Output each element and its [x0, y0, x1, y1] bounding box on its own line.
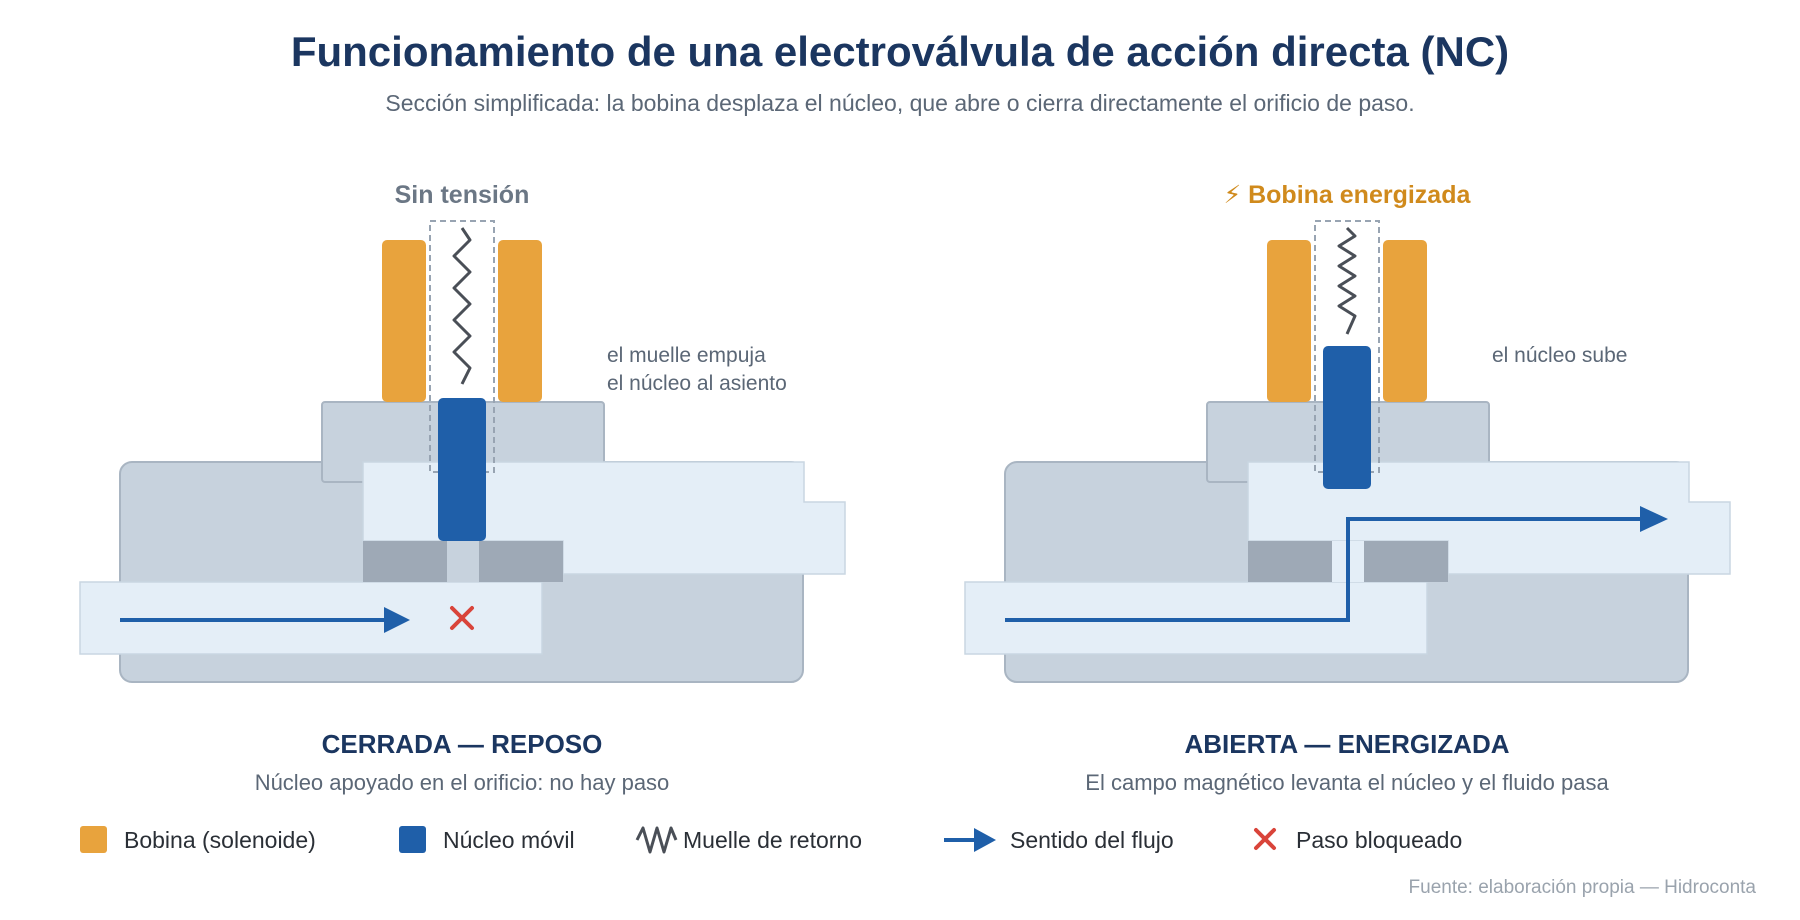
closed-spring — [452, 227, 472, 385]
spring-icon — [635, 826, 678, 854]
coil-swatch-icon — [80, 826, 107, 853]
legend: Bobina (solenoide) Núcleo móvil Muelle d… — [80, 826, 1462, 854]
closed-annotation-line2: el núcleo al asiento — [607, 372, 787, 395]
closed-guide-tube — [429, 220, 495, 473]
legend-item-spring: Muelle de retorno — [635, 826, 862, 854]
legend-item-flow: Sentido del flujo — [944, 827, 1174, 853]
open-flow-line — [1005, 517, 1640, 622]
open-coil-right — [1383, 240, 1427, 402]
closed-seat-left — [363, 541, 447, 582]
core-swatch-icon — [399, 826, 426, 853]
legend-item-blocked: Paso bloqueado — [1254, 827, 1462, 853]
open-core — [1323, 346, 1371, 489]
closed-caption-title: CERRADA — REPOSO — [322, 729, 603, 759]
legend-label-core: Núcleo móvil — [443, 827, 575, 853]
closed-coil-right — [498, 240, 542, 402]
open-seat-right — [1364, 541, 1448, 582]
open-guide-tube — [1314, 220, 1380, 473]
legend-item-coil: Bobina (solenoide) — [80, 826, 316, 853]
open-caption-title: ABIERTA — ENERGIZADA — [1185, 729, 1510, 759]
closed-caption-text: Núcleo apoyado en el orificio: no hay pa… — [255, 770, 670, 795]
legend-label-flow: Sentido del flujo — [1010, 827, 1174, 853]
source-note: Fuente: elaboración propia — Hidroconta — [1408, 877, 1756, 898]
legend-label-spring: Muelle de retorno — [683, 827, 862, 853]
legend-item-core: Núcleo móvil — [399, 826, 575, 853]
closed-annotation-line1: el muelle empuja — [607, 344, 766, 367]
closed-orifice — [447, 541, 479, 582]
open-caption-text: El campo magnético levanta el núcleo y e… — [1085, 770, 1609, 795]
diagram-subtitle: Sección simplificada: la bobina desplaza… — [385, 90, 1415, 116]
legend-label-blocked: Paso bloqueado — [1296, 827, 1462, 853]
diagram-title: Funcionamiento de una electroválvula de … — [290, 28, 1510, 75]
closed-state-label: Sin tensión — [395, 181, 530, 209]
closed-flow-arrowhead — [384, 607, 410, 633]
open-seat-left — [1248, 541, 1332, 582]
open-flow-arrowhead — [1640, 506, 1668, 532]
legend-label-coil: Bobina (solenoide) — [124, 827, 316, 853]
closed-blocked-x-icon — [450, 606, 474, 630]
open-state-label: ⚡ Bobina energizada — [1224, 181, 1472, 209]
open-spring — [1337, 226, 1357, 335]
open-annotation: el núcleo sube — [1492, 344, 1627, 367]
blocked-x-icon — [1254, 828, 1276, 850]
closed-valve-panel: Sin tensión — [79, 181, 846, 795]
flow-arrow-icon — [944, 828, 996, 852]
closed-core — [438, 398, 486, 541]
open-valve-panel: ⚡ Bobina energizada — [964, 181, 1731, 795]
closed-seat-right — [479, 541, 563, 582]
closed-coil-left — [382, 240, 426, 402]
open-coil-left — [1267, 240, 1311, 402]
